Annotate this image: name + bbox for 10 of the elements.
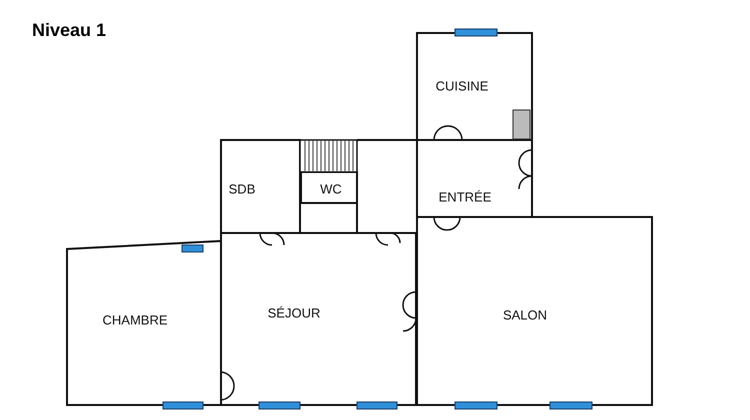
room-outline [66,240,222,406]
room-name: SALON [502,308,548,322]
room-outline [416,139,533,218]
room-name: CUISINE [436,78,488,94]
room-name: WC [320,182,342,196]
room-name: SDB [228,182,256,196]
plan-title: Niveau 1 [32,20,106,41]
room-name: CHAMBRE [102,312,168,328]
room-name: SÉJOUR [268,306,320,320]
room-name: ENTRÉE [438,190,492,204]
